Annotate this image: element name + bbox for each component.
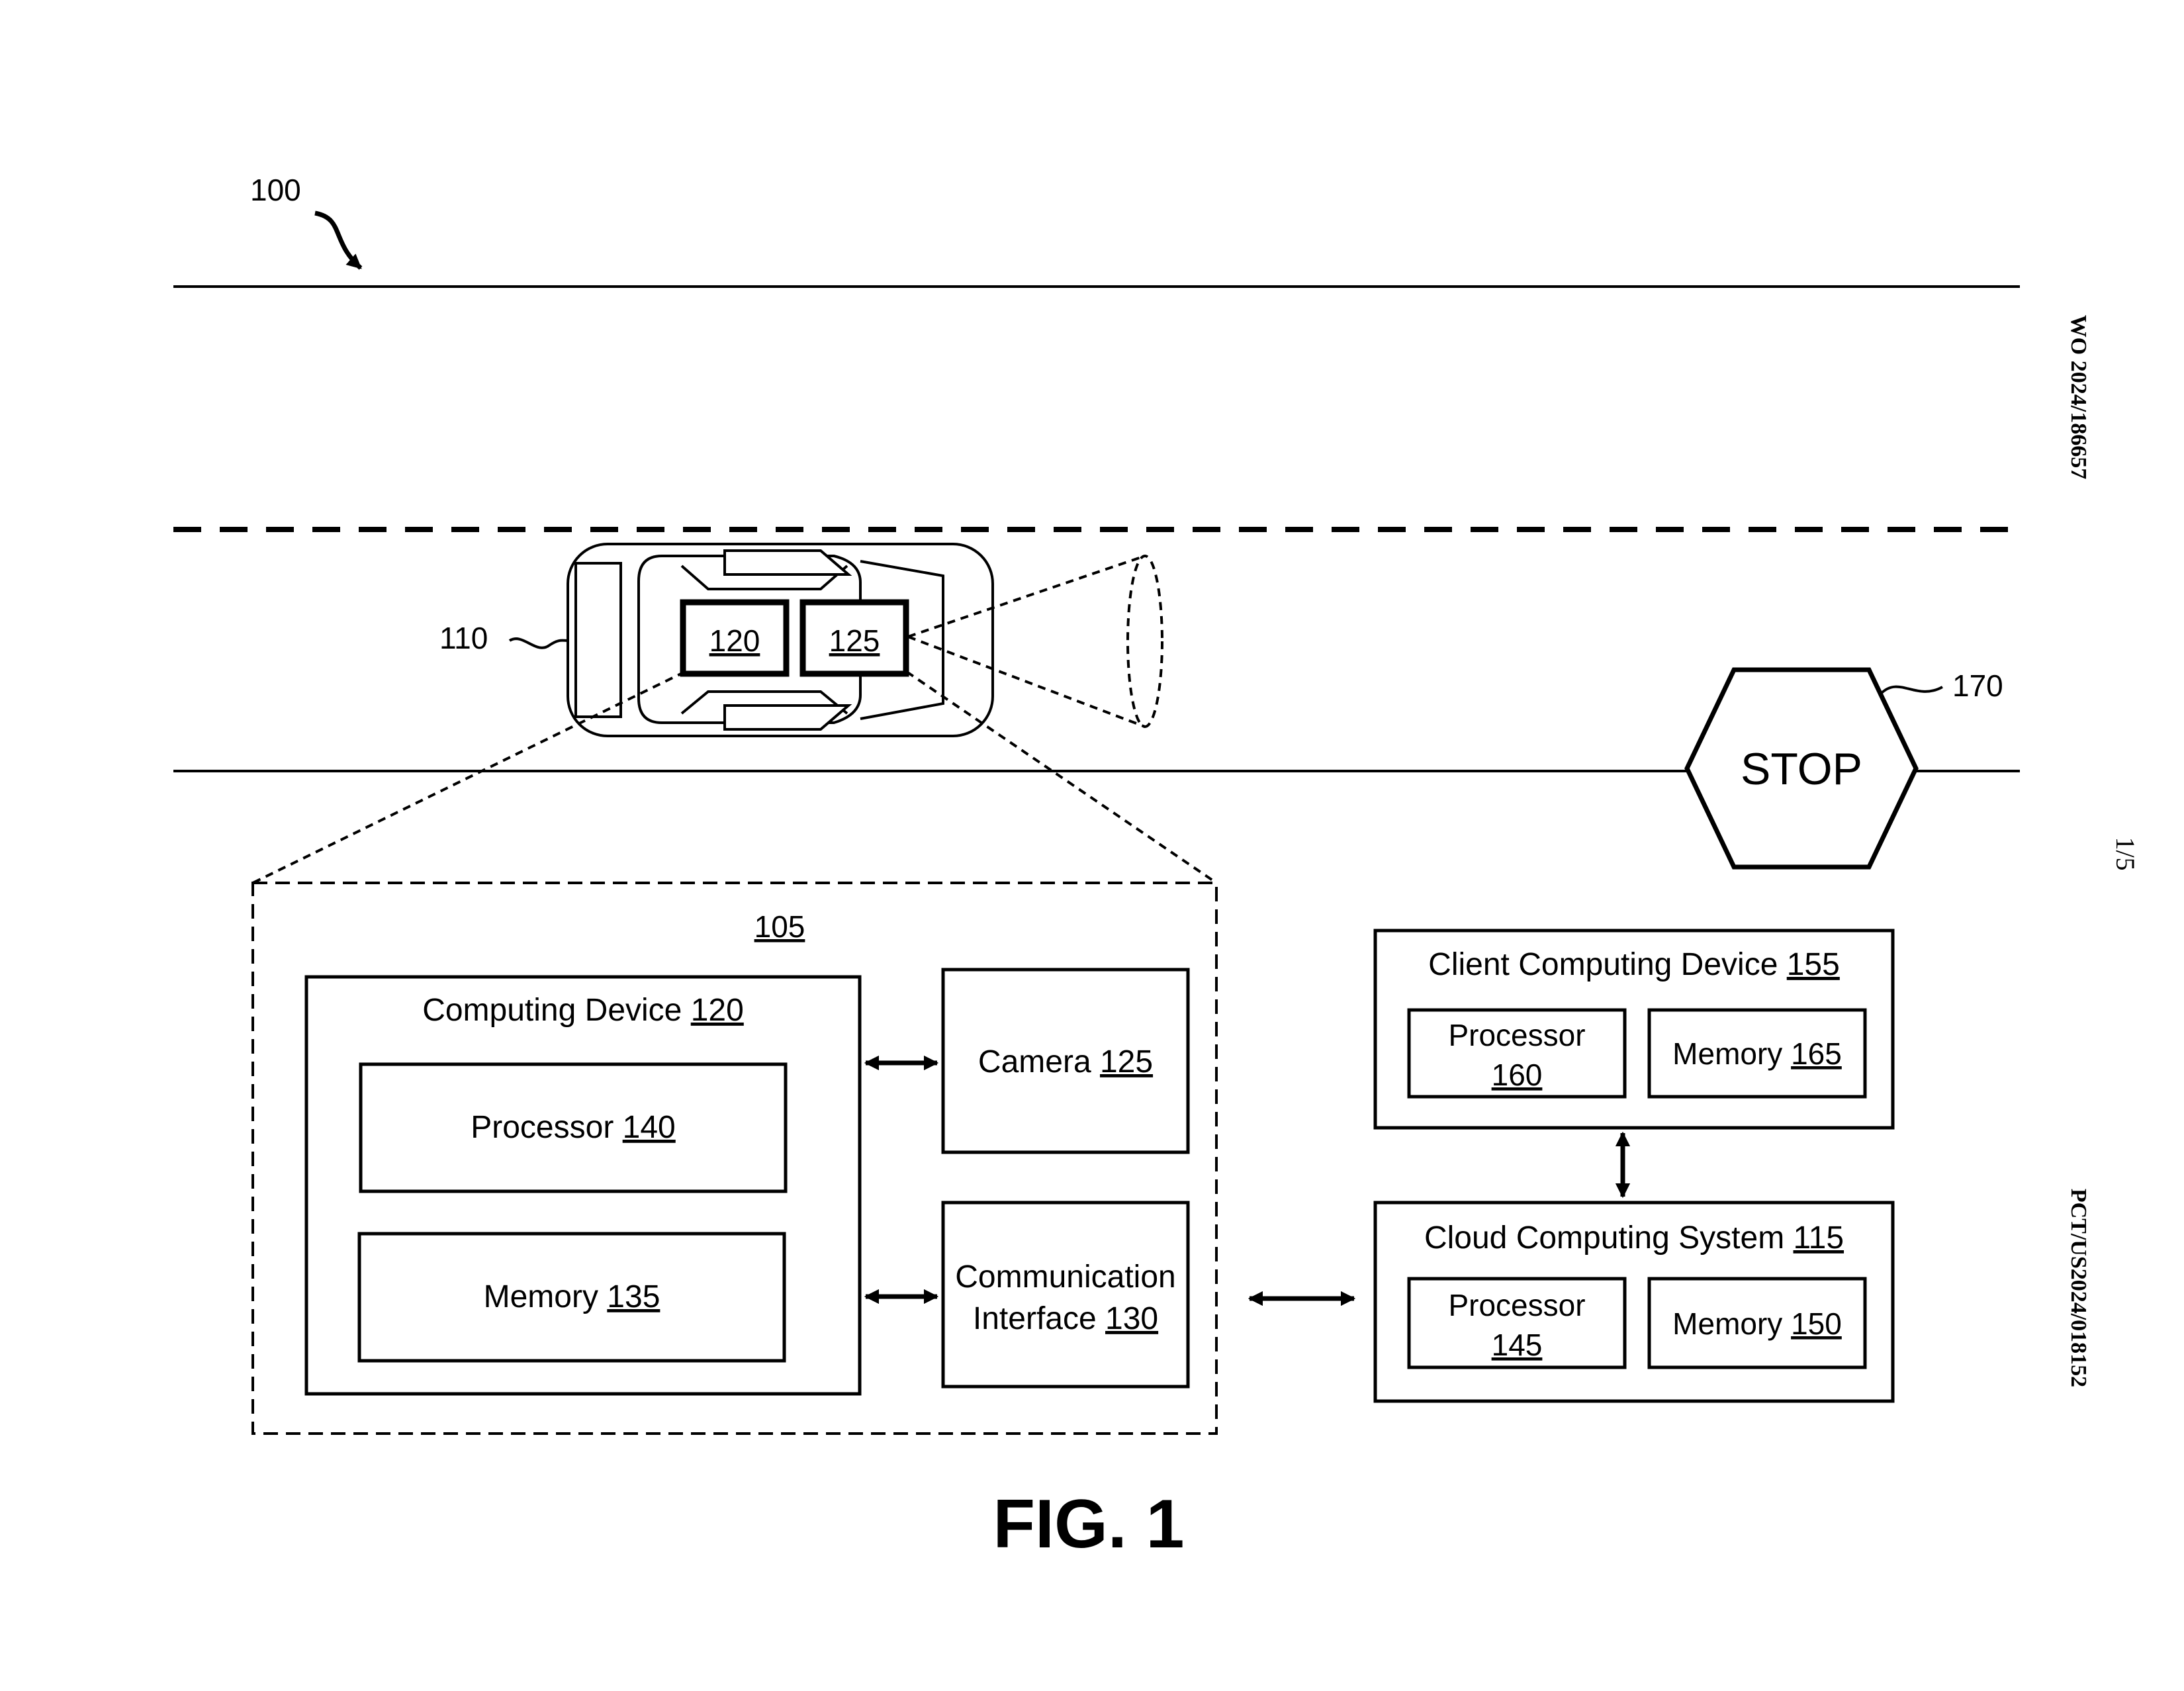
vehicle-top-mirror [723, 549, 852, 576]
camera-125-box [941, 968, 1190, 1154]
onboard-system-105: 105 Computing Device 120 Processor 140 M… [251, 882, 1218, 1435]
client-processor-box [1407, 1008, 1627, 1099]
ref-110-leader [508, 637, 569, 649]
camera-125-label: Camera 125 [978, 1044, 1153, 1079]
comm-interface-130-line2: Interface 130 [973, 1301, 1158, 1336]
ref-100-arrow [314, 210, 363, 270]
cloud-processor-box [1407, 1277, 1627, 1369]
ref-100-label: 100 [250, 173, 301, 207]
client-memory-label: Memory 165 [1672, 1036, 1842, 1071]
computing-device-label: Computing Device 120 [422, 993, 744, 1028]
vehicle-box-left-label: 120 [709, 623, 760, 658]
cloud-processor-label: Processor [1448, 1288, 1585, 1322]
ref-170-leader [1880, 685, 1943, 695]
comm-interface-130-box [941, 1201, 1190, 1389]
vehicle-rear-window [574, 562, 622, 718]
client-processor-num: 160 [1492, 1058, 1543, 1092]
page-number: 1/5 [2111, 837, 2140, 870]
cloud-memory-box [1647, 1277, 1867, 1369]
memory-135-box [357, 1232, 786, 1363]
vehicle-box-right-label: 125 [829, 623, 880, 658]
cloud-system-title: Cloud Computing System 115 [1424, 1220, 1844, 1256]
fov-lower-edge [907, 635, 1146, 728]
vehicle-box-camera [799, 599, 909, 677]
client-computing-device-155: Client Computing Device 155 Processor 16… [1373, 929, 1895, 1130]
zoom-line-left [252, 670, 686, 884]
cloud-memory-label: Memory 150 [1672, 1306, 1842, 1341]
stop-sign: STOP [1684, 667, 1919, 870]
zoom-line-right [905, 670, 1218, 884]
comm-interface-130-line1: Communication [955, 1259, 1175, 1295]
vehicle-bottom-mirror [723, 704, 852, 731]
cloud-processor-num: 145 [1492, 1328, 1543, 1362]
client-memory-box [1647, 1008, 1867, 1099]
vehicle-front-window [860, 560, 944, 720]
camera-field-of-view [907, 555, 1163, 728]
vehicle-cabin-inner [680, 565, 848, 715]
onboard-system-ref: 105 [754, 909, 805, 944]
client-processor-label: Processor [1448, 1018, 1585, 1052]
client-device-title: Client Computing Device 155 [1428, 947, 1840, 982]
application-number: PCT/US2024/018152 [2066, 1189, 2091, 1387]
fov-upper-edge [907, 555, 1146, 638]
ref-110-label: 110 [439, 621, 488, 655]
processor-140-box [359, 1062, 788, 1193]
publication-number: WO 2024/186657 [2066, 315, 2091, 479]
vehicle-roof-outline [637, 555, 862, 724]
ref-170-label: 170 [1952, 668, 2003, 703]
figure-caption: FIG. 1 [993, 1486, 1185, 1563]
vehicle: 120 125 [567, 543, 994, 737]
vehicle-box-computing-device [680, 599, 790, 677]
fov-end-ellipse [1126, 555, 1163, 728]
stop-sign-text: STOP [1741, 744, 1862, 794]
memory-135-label: Memory 135 [484, 1279, 660, 1314]
stop-sign-hexagon [1684, 667, 1919, 870]
onboard-system-dashed-box [251, 882, 1218, 1435]
cloud-computing-system-115: Cloud Computing System 115 Processor 145… [1373, 1201, 1895, 1403]
processor-140-label: Processor 140 [471, 1110, 676, 1145]
